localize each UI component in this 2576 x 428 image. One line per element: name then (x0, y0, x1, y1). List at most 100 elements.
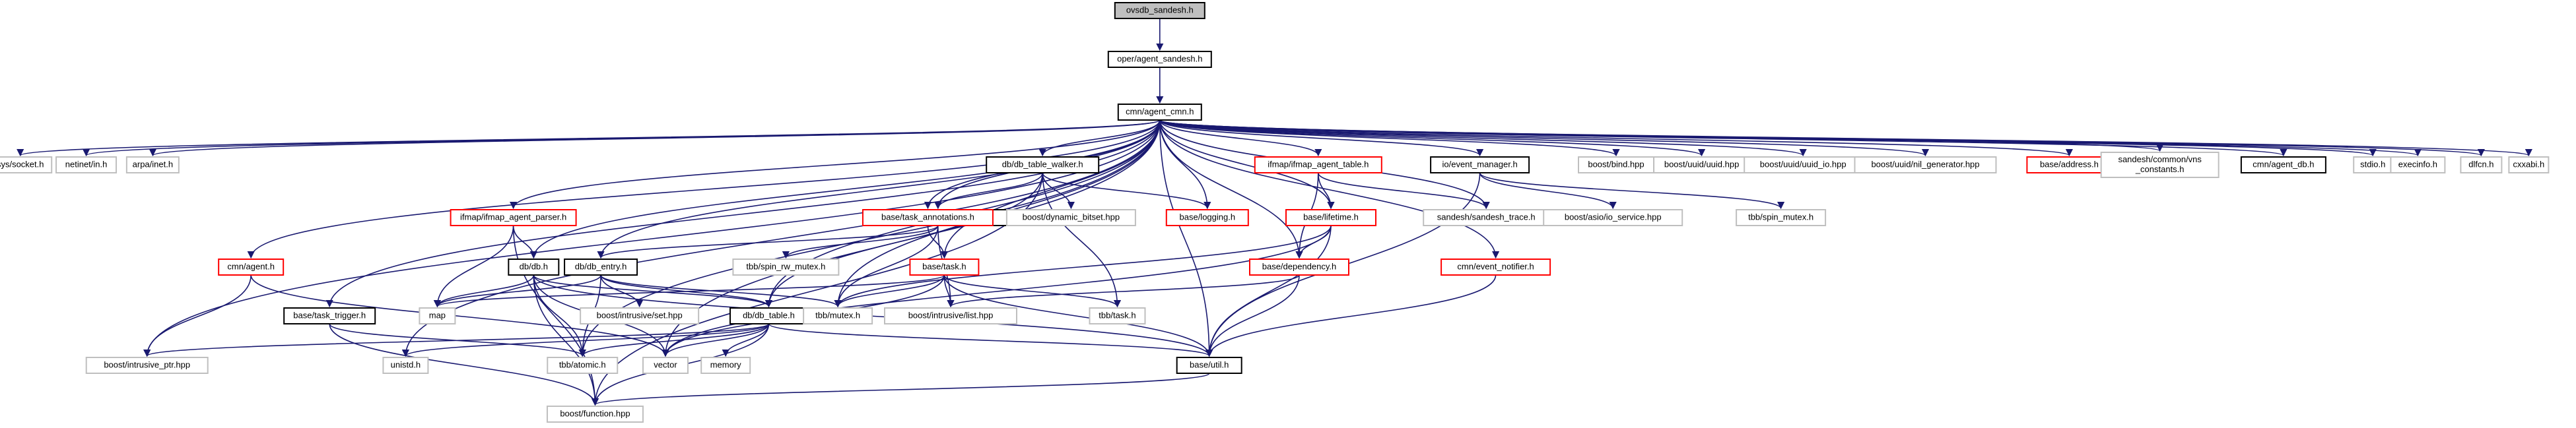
node-memory: memory (700, 357, 751, 374)
node-label: tbb/task.h (1099, 310, 1135, 320)
node-agent-cmn[interactable]: cmn/agent_cmn.h (1117, 104, 1202, 121)
node-label: execinfo.h (2398, 159, 2437, 169)
node-box (2240, 156, 2326, 173)
edge-agent_cmn-to-cmn_event_notifier (1159, 119, 1500, 259)
node-tbb-spin-mutex: tbb/spin_mutex.h (1736, 209, 1827, 226)
node-vns-constants: sandesh/common/vns_constants.h (2100, 152, 2220, 178)
edge-db_table-to-unistd (402, 323, 770, 357)
node-base-logging[interactable]: base/logging.h (1165, 209, 1249, 226)
node-label: db/db_table_walker.h (1002, 159, 1083, 169)
node-label: boost/intrusive/set.hpp (597, 310, 683, 320)
node-label: sandesh/common/vns (2118, 154, 2202, 164)
node-boost-bind: boost/bind.hpp (1578, 156, 1654, 173)
edge-base_util-to-boost_function (592, 373, 1210, 406)
node-box (2508, 156, 2550, 173)
node-label: tbb/atomic.h (559, 359, 606, 369)
edge-agent_cmn-to-db_entry (597, 119, 1161, 259)
node-oper-agent-sandesh[interactable]: oper/agent_sandesh.h (1107, 51, 1212, 68)
edge-db_table_partition-to-tbb_spin_rw_mutex (782, 225, 939, 259)
node-base-address[interactable]: base/address.h (2026, 156, 2113, 173)
node-base-lifetime[interactable]: base/lifetime.h (1285, 209, 1376, 226)
node-map: map (419, 307, 456, 324)
node-label: base/logging.h (1180, 212, 1236, 222)
node-label: cmn/agent.h (227, 261, 275, 271)
node-label: base/task_trigger.h (293, 310, 366, 320)
node-box (729, 307, 808, 324)
node-arpa-inet: arpa/inet.h (125, 156, 180, 173)
node-box (55, 156, 118, 173)
node-boost-intrusive-ptr: boost/intrusive_ptr.hpp (85, 357, 209, 374)
node-base-dependency[interactable]: base/dependency.h (1249, 259, 1349, 276)
node-base-task-annotations[interactable]: base/task_annotations.h (862, 209, 994, 226)
node-base-task[interactable]: base/task.h (909, 259, 980, 276)
node-box (642, 357, 689, 374)
edge-cmn_agent-to-vector (250, 274, 669, 357)
edge-agent_cmn-to-base_task_trigger (325, 119, 1161, 308)
node-box (803, 307, 873, 324)
node-box (1005, 209, 1136, 226)
node-box (1107, 51, 1212, 68)
edge-agent_cmn-to-boost_uuid_uuid (1159, 119, 1705, 157)
node-label: tbb/spin_rw_mutex.h (746, 261, 825, 271)
node-label: cmn/agent_cmn.h (1126, 106, 1194, 116)
node-box (547, 357, 619, 374)
node-db-entry[interactable]: db/db_entry.h (564, 259, 638, 276)
edge-base_dependency-to-boost_intrusive_list (947, 274, 1300, 308)
node-label: unistd.h (391, 359, 421, 369)
node-boost-uuid-uuid: boost/uuid/uuid.hpp (1653, 156, 1751, 173)
edge-cmn_event_notifier-to-base_util (1205, 274, 1497, 357)
edge-agent_cmn-to-base_lifetime (1159, 119, 1335, 210)
edge-agent_cmn-to-netinet_in (83, 119, 1161, 157)
node-base-util[interactable]: base/util.h (1176, 357, 1242, 374)
node-base-task-trigger[interactable]: base/task_trigger.h (283, 307, 376, 324)
node-ovsdb-sandesh[interactable]: ovsdb_sandesh.h (1114, 2, 1205, 19)
node-label: cmn/agent_db.h (2253, 159, 2314, 169)
node-db-table-walker[interactable]: db/db_table_walker.h (986, 156, 1100, 173)
node-tbb-spin-rw-mutex: tbb/spin_rw_mutex.h (732, 259, 840, 276)
node-label: db/db_table.h (743, 310, 795, 320)
node-label: base/util.h (1190, 359, 1229, 369)
node-cmn-agent-db[interactable]: cmn/agent_db.h (2240, 156, 2326, 173)
edge-db_db-to-tbb_atomic (533, 274, 586, 357)
edge-agent_cmn-to-boost_uuid_nil_generator (1159, 119, 1929, 157)
node-cxxabi: cxxabi.h (2508, 156, 2550, 173)
edge-db_table_walker-to-tbb_task (1042, 172, 1122, 308)
node-box (1441, 259, 1551, 276)
node-label: base/lifetime.h (1303, 212, 1359, 222)
edge-agent_cmn-to-cmn_agent (247, 119, 1161, 259)
node-io-event-manager[interactable]: io/event_manager.h (1430, 156, 1530, 173)
node-label: boost/uuid/uuid.hpp (1664, 159, 1739, 169)
edge-db_db-to-map (433, 274, 535, 308)
node-stdio: stdio.h (2353, 156, 2393, 173)
node-label: sandesh/sandesh_trace.h (1437, 212, 1536, 222)
edge-db_table-to-vector (661, 323, 770, 357)
node-box (2353, 156, 2393, 173)
node-box (2100, 152, 2220, 178)
node-ifmap-agent-table[interactable]: ifmap/ifmap_agent_table.h (1254, 156, 1382, 173)
node-box (1736, 209, 1827, 226)
node-label: cmn/event_notifier.h (1457, 261, 1534, 271)
edge-db_db-to-db_table (533, 274, 772, 308)
node-label: boost/intrusive/list.hpp (908, 310, 994, 320)
node-db-db[interactable]: db/db.h (508, 259, 560, 276)
node-label: db/db.h (520, 261, 548, 271)
node-label: _constants.h (2135, 164, 2185, 174)
edge-base_lifetime-to-vector (661, 225, 1332, 357)
node-cmn-agent[interactable]: cmn/agent.h (218, 259, 285, 276)
node-box (1285, 209, 1376, 226)
node-ifmap-agent-parser[interactable]: ifmap/ifmap_agent_parser.h (450, 209, 577, 226)
node-label: ifmap/ifmap_agent_parser.h (460, 212, 566, 222)
node-dlfcn: dlfcn.h (2460, 156, 2503, 173)
node-box (1430, 156, 1530, 173)
node-label: arpa/inet.h (133, 159, 173, 169)
node-db-table[interactable]: db/db_table.h (729, 307, 808, 324)
node-cmn-event-notifier[interactable]: cmn/event_notifier.h (1441, 259, 1551, 276)
node-label: tbb/spin_mutex.h (1748, 212, 1813, 222)
node-label: base/address.h (2040, 159, 2099, 169)
edge-base_task-to-map (434, 274, 945, 308)
edge-base_task_trigger-to-boost_function (329, 323, 599, 406)
edge-agent_cmn-to-io_event_manager (1159, 119, 1484, 157)
edge-base_task_annotations-to-base_task (927, 225, 948, 259)
node-box (450, 209, 577, 226)
node-box (909, 259, 980, 276)
